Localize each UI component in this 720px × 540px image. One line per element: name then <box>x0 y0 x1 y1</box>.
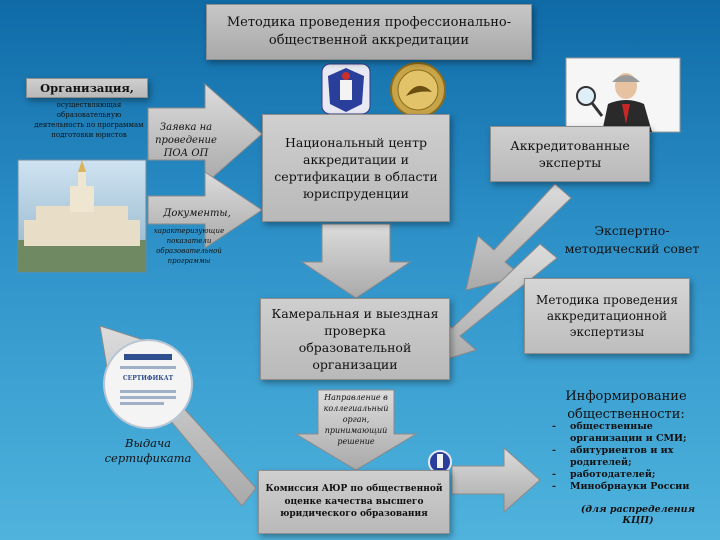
arrow-documents <box>147 171 263 249</box>
organization-description: осуществляющая образовательную деятельно… <box>34 101 144 139</box>
arrow-commission-right <box>451 446 541 514</box>
methodology-text: Методика проведения аккредитационной экс… <box>536 293 678 339</box>
title-line-2: общественной аккредитации <box>268 33 470 48</box>
university-building-photo <box>17 159 147 273</box>
application-label: Заявка на проведение ПОА ОП <box>155 122 217 159</box>
public-info-list: общественные организации и СМИ; абитурие… <box>552 421 712 493</box>
inspection-text: Камеральная и выездная проверка образова… <box>271 306 439 372</box>
direction-text: Направление в коллегиальный орган, прини… <box>323 393 389 446</box>
organization-heading: Организация, <box>40 81 134 95</box>
experts-text: Аккредитованные эксперты <box>510 138 630 170</box>
certificate-image <box>103 339 193 429</box>
list-item: абитуриентов и их родителей; <box>552 445 712 469</box>
expert-council-text: Экспертно-методический совет <box>564 223 700 256</box>
list-item: Минобрнауки России <box>552 481 712 493</box>
certificate-label: Выдача сертификата <box>104 436 192 465</box>
national-center-text: Национальный центр аккредитации и сертиф… <box>274 135 438 201</box>
title-box: Методика проведения профессионально- общ… <box>206 4 532 60</box>
documents-description: характеризующие показатели образовательн… <box>153 227 225 265</box>
public-info-note: (для распределения КЦП) <box>580 504 696 526</box>
experts-box: Аккредитованные эксперты <box>490 126 650 182</box>
documents-heading: Документы, <box>163 208 231 219</box>
commission-text: Комиссия АЮР по общественной оценке каче… <box>265 484 443 520</box>
small-emblem-icon <box>428 450 452 474</box>
public-info-heading: Информирование общественности: <box>565 389 687 422</box>
arrow-experts-diagonal <box>465 183 572 291</box>
inspection-box: Камеральная и выездная проверка образова… <box>260 298 450 380</box>
gold-seal-logo <box>390 62 446 118</box>
emblem-logo <box>321 63 371 115</box>
certificate-badge: СЕРТИФИКАТ <box>122 375 174 382</box>
arrow-inspection-down <box>294 389 418 471</box>
methodology-box: Методика проведения аккредитационной экс… <box>524 278 690 354</box>
expert-magnifier-photo <box>565 57 681 133</box>
list-item: общественные организации и СМИ; <box>552 421 712 445</box>
arrow-application <box>147 82 263 186</box>
arrow-center-down <box>300 223 412 299</box>
title-line-1: Методика проведения профессионально- <box>226 15 512 30</box>
organization-heading-box: Организация, <box>26 78 148 98</box>
national-center-box: Национальный центр аккредитации и сертиф… <box>262 114 450 222</box>
commission-box: Комиссия АЮР по общественной оценке каче… <box>258 470 450 534</box>
list-item: работодателей; <box>552 469 712 481</box>
